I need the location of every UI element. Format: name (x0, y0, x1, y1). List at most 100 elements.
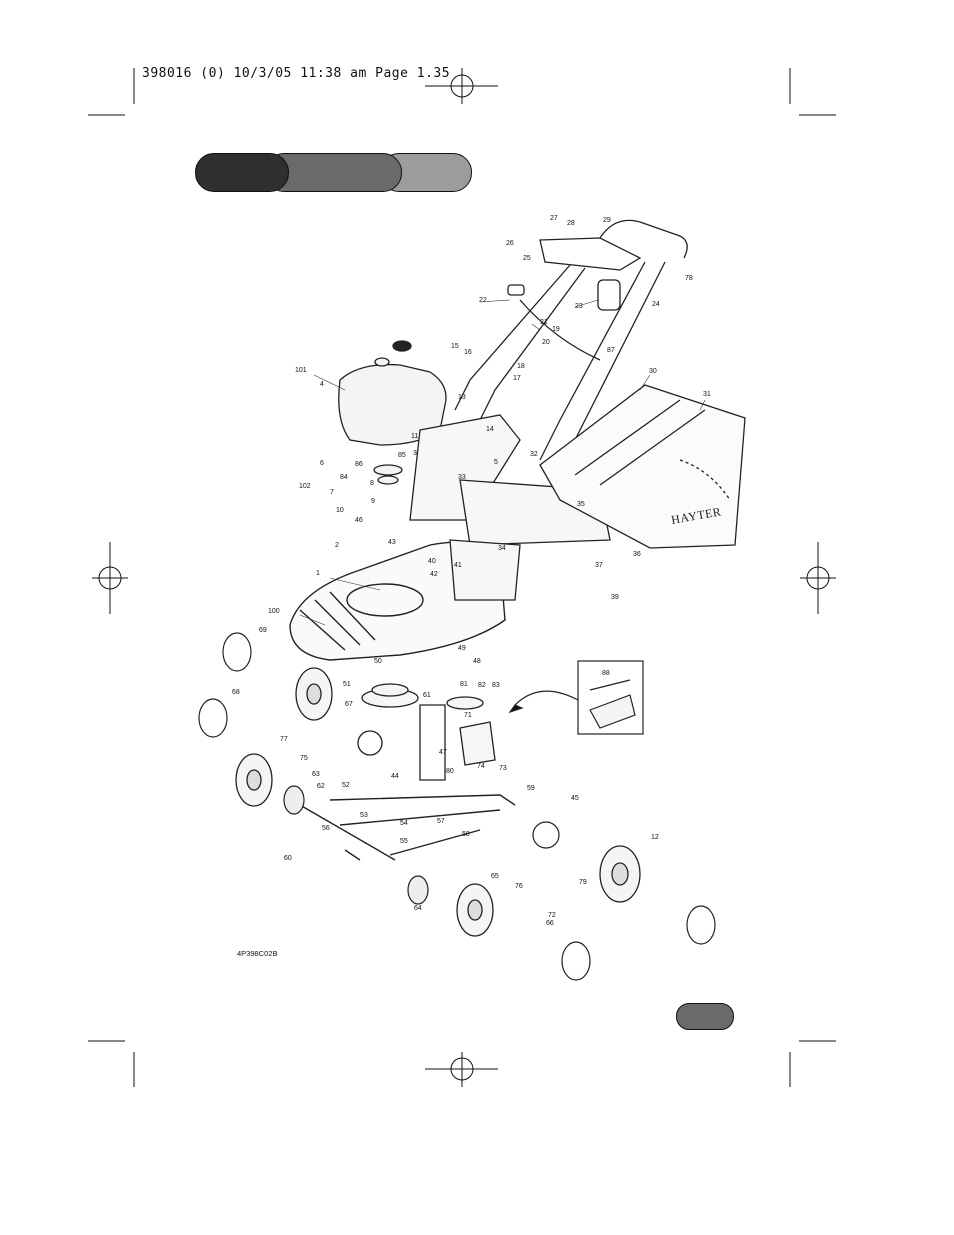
part-label: 81 (460, 681, 468, 688)
part-label: 23 (575, 303, 583, 310)
part-label: 44 (391, 773, 399, 780)
part-label: 82 (478, 682, 486, 689)
part-label: 100 (268, 608, 280, 615)
part-label: 14 (486, 426, 494, 433)
part-label: 28 (567, 220, 575, 227)
part-label: 35 (577, 501, 585, 508)
part-label: 76 (515, 883, 523, 890)
part-label: 87 (607, 347, 615, 354)
part-label: 42 (430, 571, 438, 578)
part-label: 56 (322, 825, 330, 832)
part-label: 49 (458, 645, 466, 652)
part-label: 26 (506, 240, 514, 247)
part-label: 40 (428, 558, 436, 565)
part-label: 24 (652, 301, 660, 308)
registration-target-bottom (425, 1052, 498, 1087)
part-label: 6 (320, 460, 324, 467)
inset-detail-box (508, 660, 644, 735)
part-label: 66 (546, 920, 554, 927)
part-label: 13 (458, 394, 466, 401)
part-label: 85 (398, 452, 406, 459)
mower-deck (289, 541, 506, 661)
part-label: 21 (540, 319, 548, 326)
registration-target-right (800, 542, 836, 614)
grass-collector (539, 384, 746, 549)
part-label: 57 (437, 818, 445, 825)
part-label: 41 (454, 562, 462, 569)
part-label: 77 (280, 736, 288, 743)
part-label: 37 (595, 562, 603, 569)
part-label: 33 (458, 474, 466, 481)
tab-dark[interactable] (195, 153, 289, 192)
part-label: 61 (423, 692, 431, 699)
part-label: 16 (464, 349, 472, 356)
part-label: 51 (343, 681, 351, 688)
part-label: 29 (603, 217, 611, 224)
part-label: 52 (342, 782, 350, 789)
part-label: 15 (451, 343, 459, 350)
part-label: 46 (355, 517, 363, 524)
part-label: 43 (388, 539, 396, 546)
part-label: 9 (371, 498, 375, 505)
part-label: 102 (299, 483, 311, 490)
part-label: 32 (530, 451, 538, 458)
leader-lines (299, 299, 706, 626)
engine-unit (338, 340, 447, 485)
hub-caps (198, 632, 716, 981)
part-label: 101 (295, 367, 307, 374)
part-label: 65 (491, 873, 499, 880)
registration-target-top (425, 68, 498, 104)
part-label: 79 (579, 879, 587, 886)
part-label: 7 (330, 489, 334, 496)
part-label: 12 (651, 834, 659, 841)
part-label: 67 (345, 701, 353, 708)
part-label: 50 (374, 658, 382, 665)
part-label: 39 (611, 594, 619, 601)
part-label: 18 (517, 363, 525, 370)
part-label: 75 (300, 755, 308, 762)
part-label: 34 (498, 545, 506, 552)
part-label: 47 (439, 749, 447, 756)
part-label: 64 (414, 905, 422, 912)
part-label: 48 (473, 658, 481, 665)
registration-target-left (92, 542, 128, 614)
part-label: 53 (360, 812, 368, 819)
part-label: 68 (232, 689, 240, 696)
part-label: 58 (462, 831, 470, 838)
part-label: 69 (259, 627, 267, 634)
part-label: 62 (317, 783, 325, 790)
page-number-pill (676, 1003, 734, 1030)
part-label: 30 (649, 368, 657, 375)
part-label: 4 (320, 381, 324, 388)
part-label: 63 (312, 771, 320, 778)
part-label: 17 (513, 375, 521, 382)
part-label: 22 (479, 297, 487, 304)
part-label: 11 (411, 433, 418, 440)
drawing-code: 4P398C02B (237, 949, 278, 958)
wheel-set (235, 667, 641, 937)
part-label: 71 (464, 712, 472, 719)
part-label: 2 (335, 542, 339, 549)
part-label: 27 (550, 215, 558, 222)
part-label: 73 (499, 765, 507, 772)
part-label: 45 (571, 795, 579, 802)
part-label: 54 (400, 820, 408, 827)
height-adjust-bars (299, 794, 516, 861)
part-label: 55 (400, 838, 408, 845)
part-label: 10 (336, 507, 344, 514)
part-label: 60 (284, 855, 292, 862)
part-label: 84 (340, 474, 348, 481)
part-label: 83 (492, 682, 500, 689)
part-label: 20 (542, 339, 550, 346)
part-label: 78 (685, 275, 693, 282)
part-label: 3 (413, 450, 417, 457)
part-label: 19 (552, 326, 560, 333)
part-label: 74 (477, 763, 485, 770)
part-label: 8 (370, 480, 374, 487)
drive-gears (283, 785, 560, 905)
part-label: 86 (355, 461, 363, 468)
part-label: 72 (548, 912, 556, 919)
part-labels: 1 2 3 4 5 6 7 8 9 10 11 12 13 14 15 16 1… (232, 215, 711, 927)
part-label: 80 (446, 768, 454, 775)
